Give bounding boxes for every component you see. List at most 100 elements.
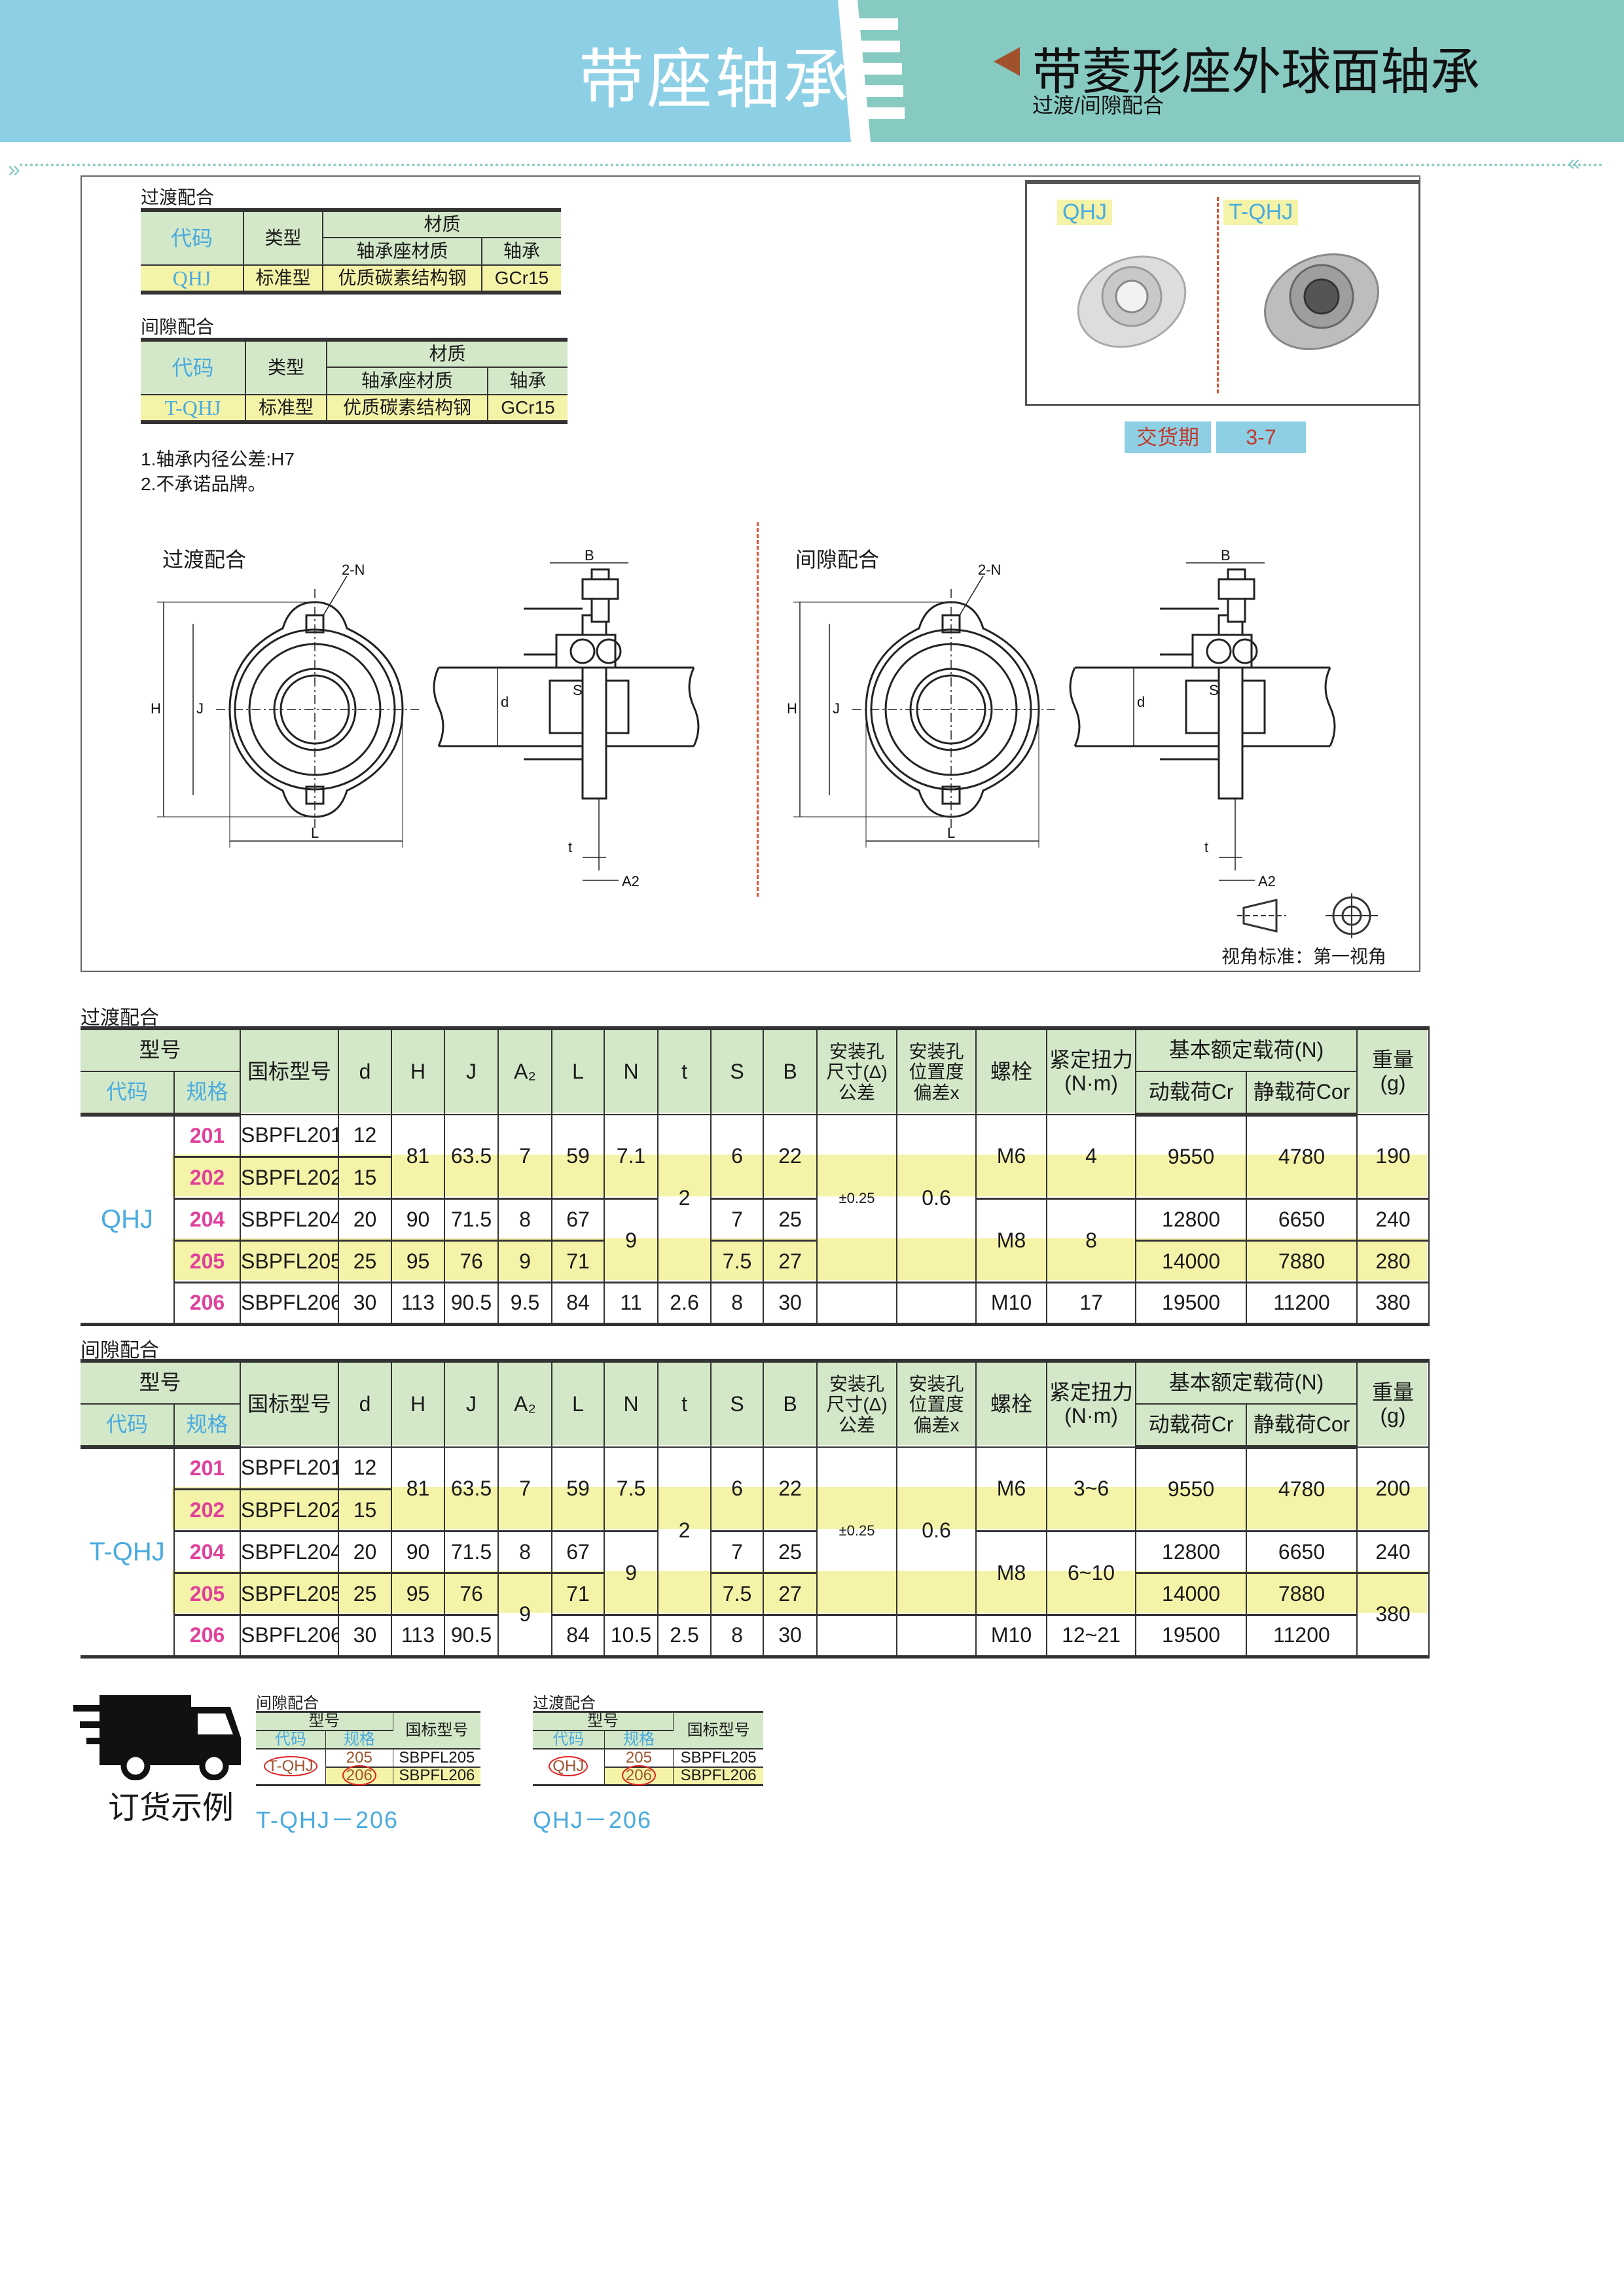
- col-torque: 紧定扭力 (N·m): [1046, 1359, 1137, 1448]
- table-cell: 25: [338, 1573, 393, 1616]
- col-cor: 静载荷Cor: [1246, 1404, 1358, 1449]
- size-cell: 205: [604, 1748, 674, 1768]
- gb-cell: SBPFL206: [393, 1766, 480, 1786]
- table-cell: 240: [1356, 1198, 1430, 1242]
- dim-label: L: [311, 825, 319, 841]
- table-cell: 7: [710, 1531, 765, 1574]
- table-cell: 67: [551, 1198, 605, 1242]
- table-cell: 95: [391, 1240, 446, 1283]
- table-cell: 59: [551, 1115, 605, 1200]
- col-pos: 安装孔 位置度 偏差x: [896, 1359, 977, 1448]
- page-header: 带座轴承 带菱形座外球面轴承 过渡/间隙配合: [0, 0, 1624, 142]
- table-cell: SBPFL202: [240, 1489, 340, 1532]
- order-example-label: 过渡配合: [533, 1695, 596, 1712]
- code-cell: QHJ: [81, 1115, 175, 1326]
- table-cell: ±0.25: [816, 1115, 898, 1283]
- header-banner: [0, 0, 1624, 142]
- table-cell: 380: [1356, 1573, 1430, 1659]
- table-cell: 6~10: [1046, 1531, 1137, 1616]
- type-cell: 标准型: [243, 264, 323, 295]
- table-cell: 240: [1356, 1531, 1430, 1574]
- table-cell: 7.1: [604, 1115, 659, 1200]
- col-code: 代码: [81, 1071, 175, 1117]
- table-cell: 25: [763, 1531, 818, 1574]
- order-example-label: 间隙配合: [256, 1695, 319, 1712]
- col-code: 代码: [256, 1729, 326, 1749]
- table-cell: 14000: [1135, 1240, 1248, 1283]
- col-model: 型号: [533, 1711, 674, 1731]
- table-cell: M6: [975, 1115, 1048, 1200]
- table-cell: 9: [604, 1531, 659, 1616]
- table-cell: 12~21: [1046, 1615, 1137, 1659]
- table-cell: 9550: [1135, 1115, 1248, 1200]
- note: 1.轴承内径公差:H7: [141, 449, 295, 469]
- size-cell: 204: [174, 1198, 242, 1242]
- table-cell: 30: [338, 1615, 393, 1659]
- code-cell: QHJ: [533, 1748, 605, 1786]
- size-cell: 206: [325, 1765, 393, 1786]
- size-cell: 202: [174, 1157, 242, 1200]
- col-material: 材质: [321, 208, 562, 238]
- col-bearing: 轴承: [480, 237, 562, 266]
- table-cell: 190: [1356, 1115, 1430, 1200]
- drawing-title: 间隙配合: [795, 548, 880, 571]
- col-size: 规格: [325, 1729, 393, 1749]
- dim-label: J: [833, 700, 840, 717]
- table-cell: 71.5: [444, 1198, 499, 1242]
- table-cell: 9.5: [497, 1282, 553, 1326]
- table-cell: 7: [710, 1198, 765, 1242]
- col-size: 规格: [604, 1729, 674, 1749]
- order-code-result: T-QHJ－206: [256, 1806, 399, 1833]
- table-cell: 20: [338, 1531, 393, 1574]
- dim-label: A2: [1258, 873, 1276, 889]
- table-cell: SBPFL201: [240, 1115, 340, 1158]
- spec-table-label: 过渡配合: [81, 1007, 159, 1029]
- size-cell: 201: [173, 1447, 242, 1490]
- table-cell: 2: [657, 1447, 712, 1616]
- table-cell: SBPFL201: [240, 1447, 340, 1490]
- dim-label: t: [568, 839, 572, 855]
- table-cell: 67: [551, 1531, 605, 1574]
- table-cell: 4780: [1246, 1447, 1358, 1532]
- table-cell: 380: [1356, 1282, 1430, 1326]
- table-cell: 95: [391, 1573, 446, 1616]
- col-n: N: [604, 1359, 659, 1448]
- table-cell: 3~6: [1046, 1447, 1137, 1532]
- product-subtitle: 过渡/间隙配合: [1032, 94, 1164, 117]
- col-type: 类型: [245, 338, 327, 395]
- col-cr: 动载荷Cr: [1135, 1404, 1248, 1449]
- col-pos: 安装孔 位置度 偏差x: [896, 1026, 977, 1115]
- table-cell: 4: [1046, 1115, 1137, 1200]
- col-material: 材质: [325, 338, 568, 368]
- table-cell: 30: [338, 1282, 393, 1326]
- col-n: N: [604, 1026, 659, 1115]
- table-cell: 8: [1046, 1198, 1137, 1283]
- col-gb: 国标型号: [393, 1711, 480, 1749]
- col-model: 型号: [256, 1711, 393, 1731]
- col-size: 规格: [173, 1071, 242, 1117]
- table-cell: 11200: [1246, 1282, 1358, 1326]
- table-cell: 22: [763, 1115, 818, 1200]
- chevron-left-icon: «: [1568, 151, 1580, 175]
- table-cell: 27: [763, 1573, 818, 1616]
- table-cell: 14000: [1135, 1573, 1248, 1616]
- size-cell: 206: [604, 1765, 674, 1786]
- table-cell: 9550: [1135, 1447, 1248, 1532]
- table-cell: 6: [710, 1115, 765, 1200]
- product-title: 带菱形座外球面轴承: [1032, 45, 1480, 100]
- table-cell: 4780: [1246, 1115, 1358, 1200]
- chevron-right-icon: »: [8, 157, 20, 182]
- table-cell: 15: [338, 1157, 393, 1200]
- table-cell: 76: [444, 1573, 499, 1616]
- drawing-title: 过渡配合: [162, 548, 247, 571]
- table-cell: 7: [497, 1115, 553, 1200]
- table-cell: 8: [497, 1198, 553, 1242]
- code-cell: T-QHJ: [256, 1748, 326, 1786]
- size-cell: 204: [174, 1531, 242, 1574]
- table-cell: 113: [391, 1282, 446, 1326]
- category-title: 带座轴承: [579, 43, 851, 117]
